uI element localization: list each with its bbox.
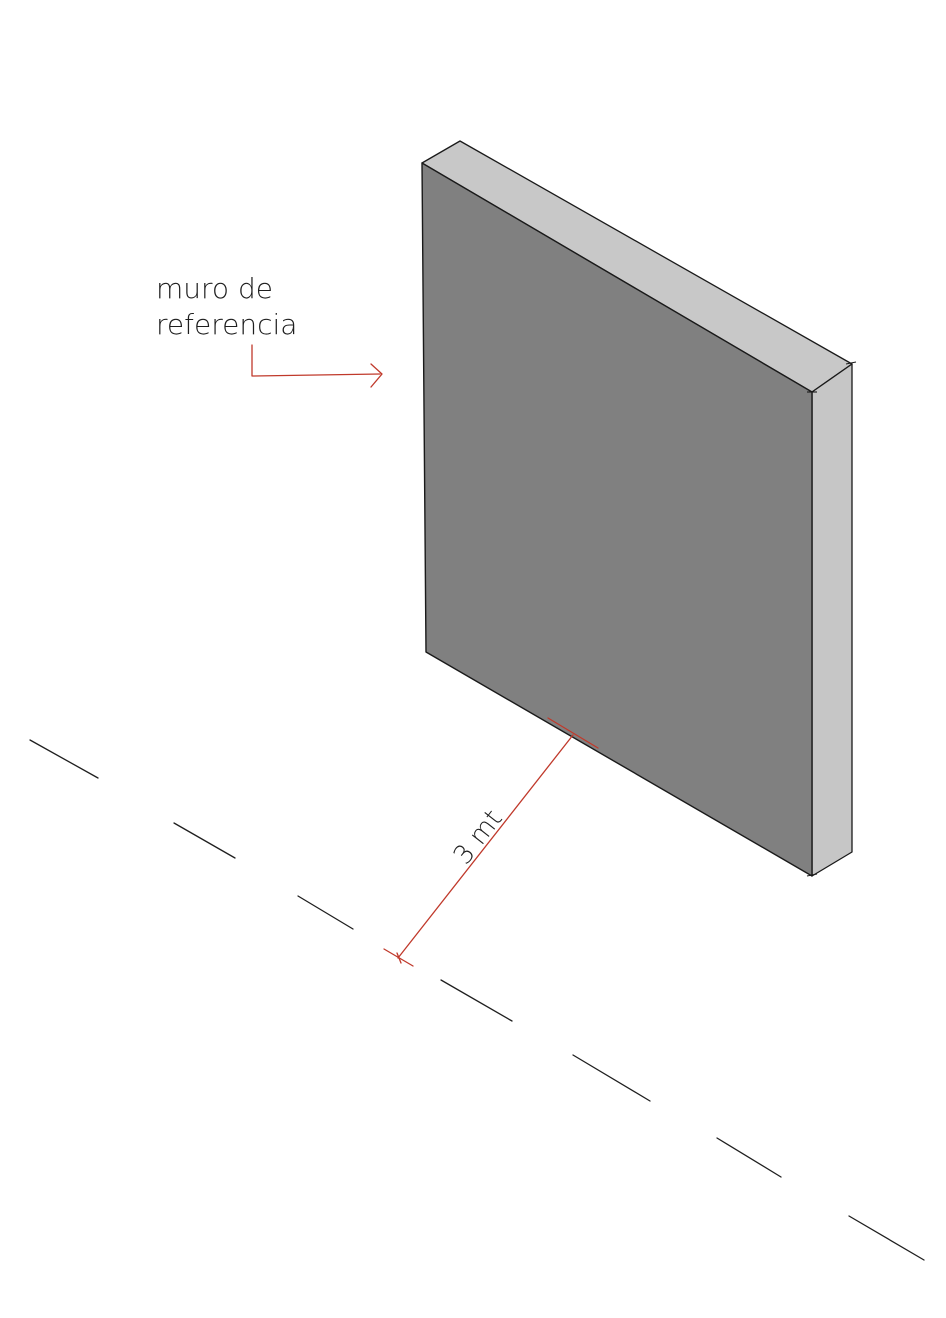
wall-side-face — [811, 363, 853, 877]
annotation-line-2: referencia — [156, 308, 297, 341]
arrow-leader-path — [251, 344, 381, 377]
dashed-reference-line — [29, 739, 925, 1261]
dimension-label: 3 mt — [448, 804, 509, 870]
wall-corner-ticks — [806, 361, 857, 877]
annotation-leader-arrow — [251, 344, 383, 388]
dimension-end-tick-2 — [396, 952, 402, 964]
dimension-line — [383, 717, 599, 967]
annotation-line-1: muro de — [156, 272, 273, 305]
dimension-base-highlight — [547, 717, 599, 749]
dimension-main-line — [397, 734, 574, 959]
wall-front-face — [421, 162, 813, 877]
arrow-head-icon — [370, 363, 383, 388]
